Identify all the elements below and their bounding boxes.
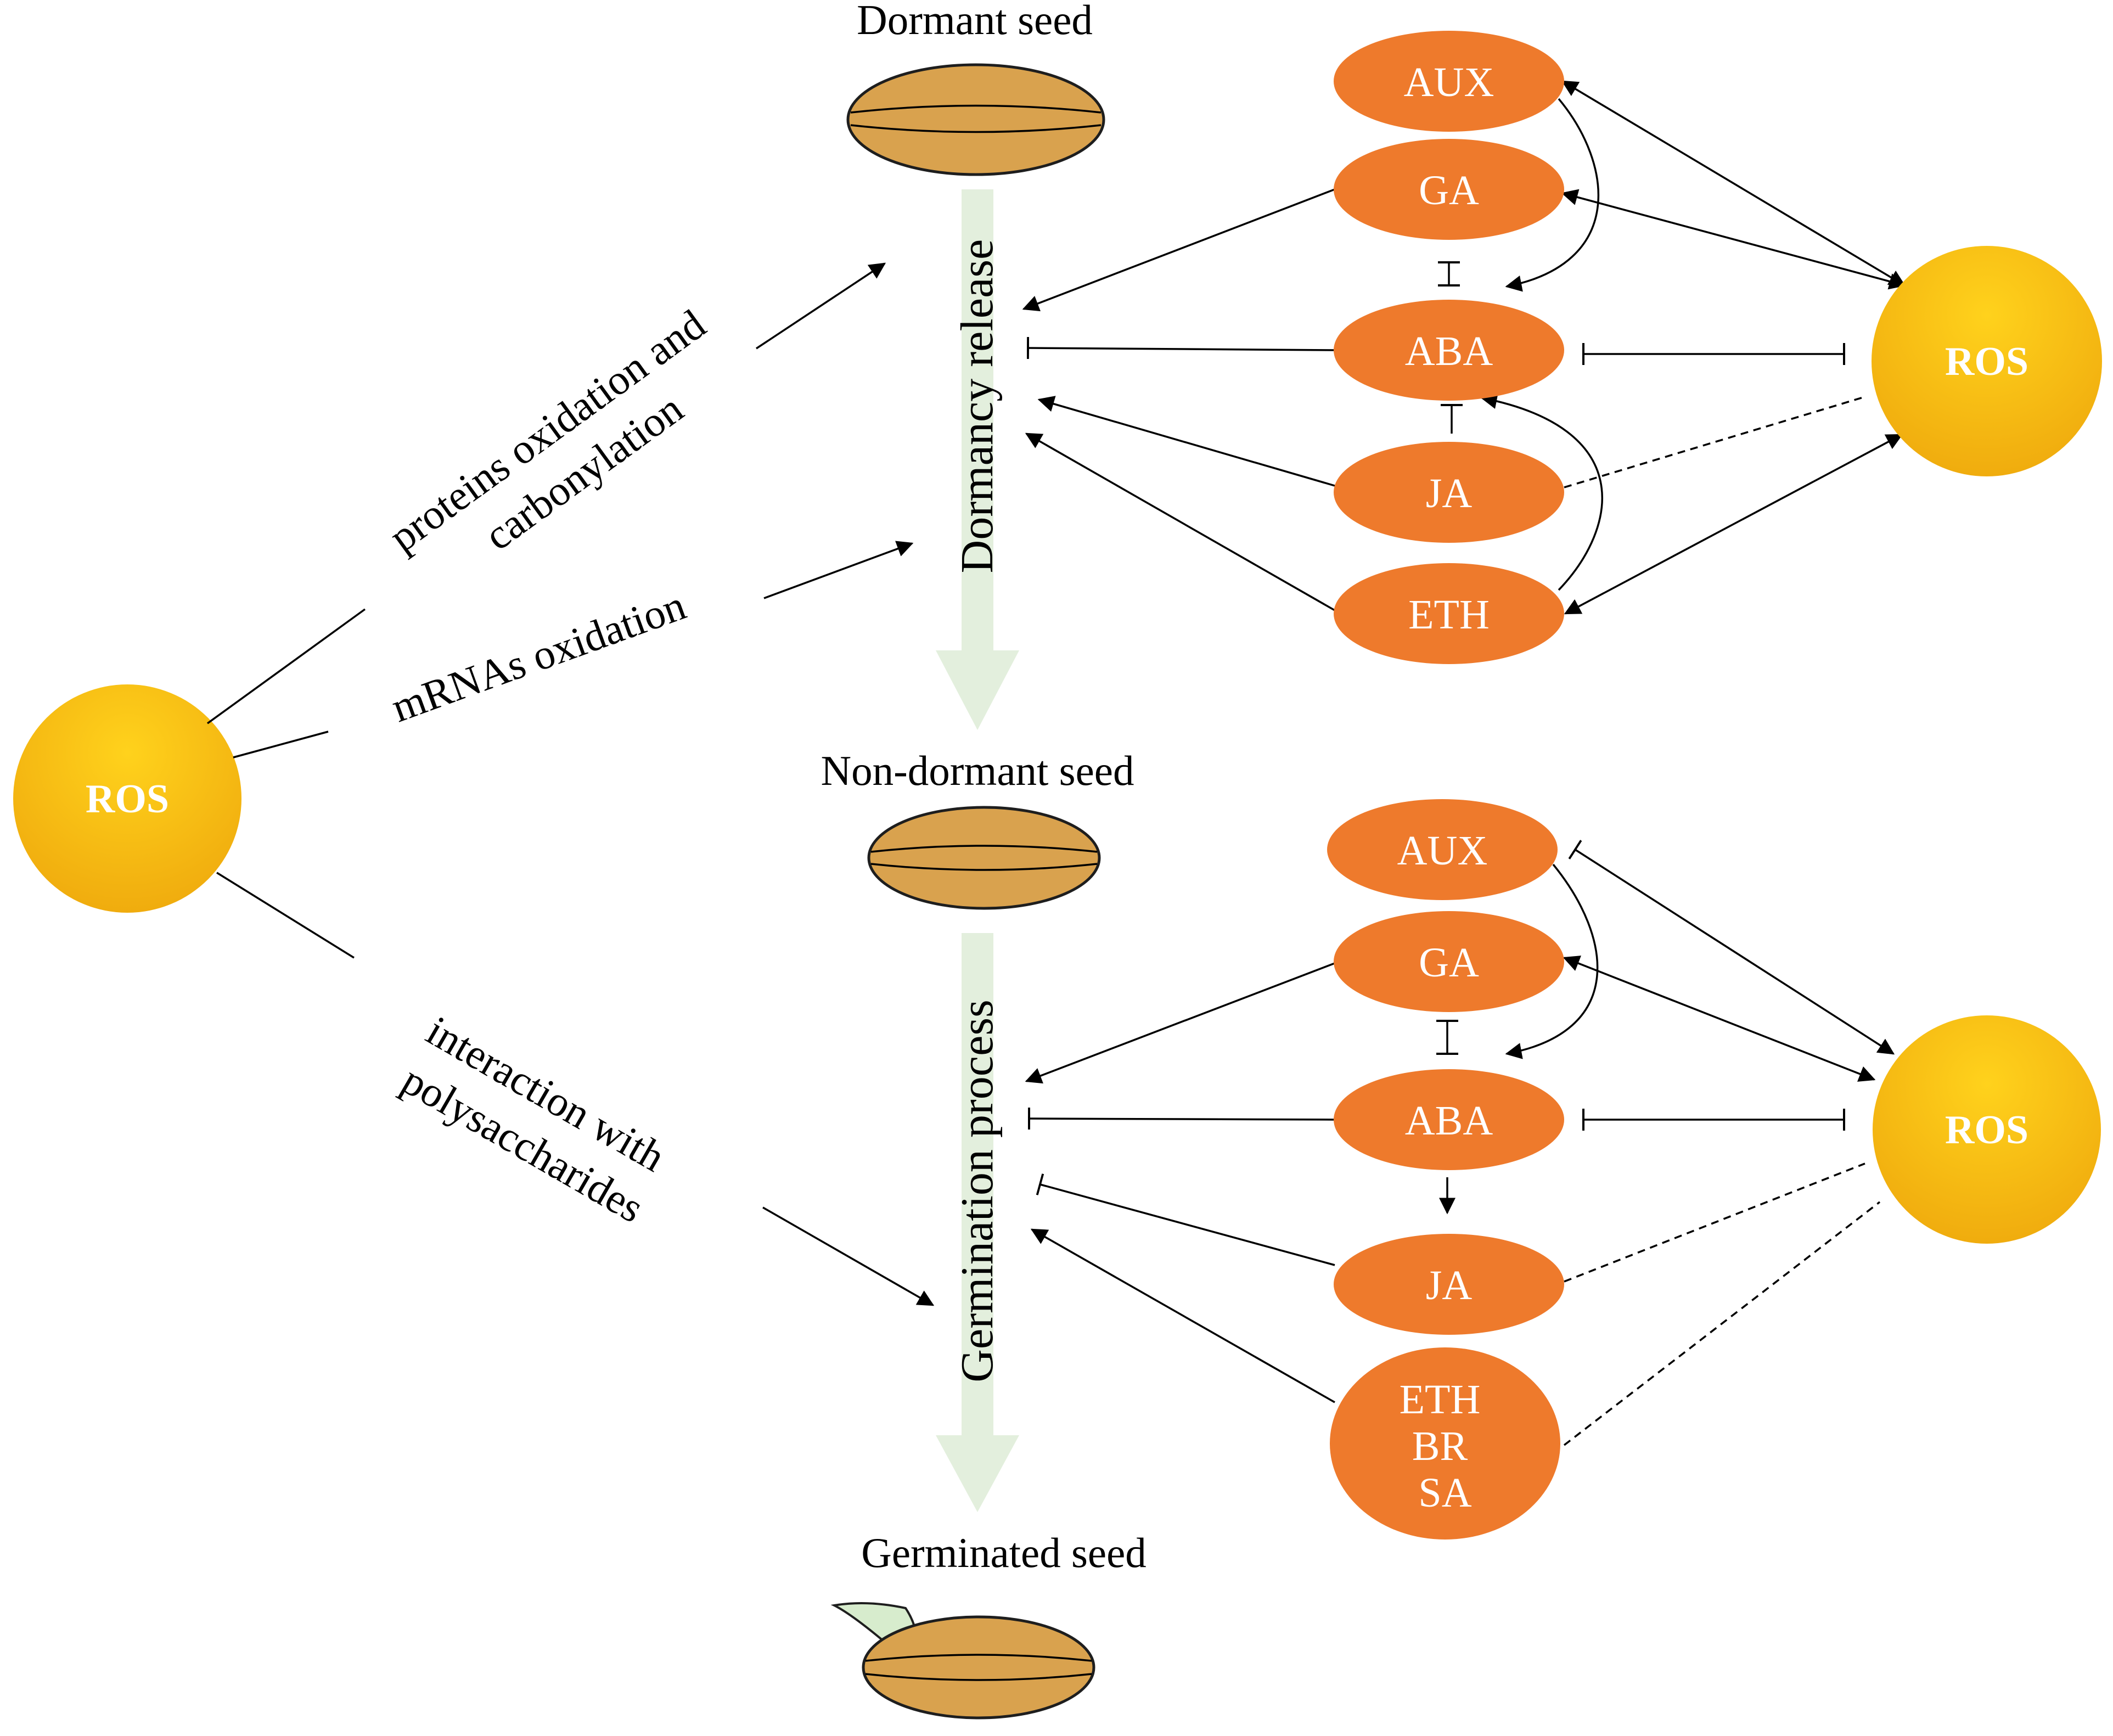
non-dormant-seed-label: Non-dormant seed xyxy=(821,747,1134,794)
bottom-hormone-aux: AUX xyxy=(1327,799,1558,900)
top-hormone-eth: ETH xyxy=(1334,563,1564,664)
top-hormone-aba: ABA xyxy=(1334,300,1564,401)
svg-text:JA: JA xyxy=(1426,1262,1473,1308)
top-hormone-aux: AUX xyxy=(1334,31,1564,132)
top-panel-connections xyxy=(1022,80,1906,615)
ros-main-label: ROS xyxy=(86,777,169,822)
dormant-seed-icon xyxy=(846,63,1105,176)
germinated-seed-label: Germinated seed xyxy=(861,1529,1147,1576)
svg-text:ETH BR SA: ETH BR SA xyxy=(1400,1377,1491,1516)
germination-process-label: Germination process xyxy=(952,999,1003,1382)
germinated-seed-icon xyxy=(830,1602,1095,1720)
non-dormant-seed-icon xyxy=(867,806,1101,910)
svg-text:GA: GA xyxy=(1419,167,1479,214)
top-ros-node: ROS xyxy=(1872,246,2102,476)
bottom-hormone-aba: ABA xyxy=(1334,1069,1564,1170)
svg-text:AUX: AUX xyxy=(1397,828,1488,874)
proteins-oxidation-label: proteins oxidation and carbonylation xyxy=(380,294,755,605)
svg-text:ETH: ETH xyxy=(1408,592,1490,638)
dormancy-release-label: Dormancy release xyxy=(952,239,1003,574)
ros-main-node: ROS xyxy=(13,684,241,913)
top-hormone-ga: GA xyxy=(1334,139,1564,240)
dormant-seed-label: Dormant seed xyxy=(857,0,1093,43)
bottom-hormone-eth-br-sa: ETH BR SA xyxy=(1330,1347,1560,1540)
bottom-hormone-ja: JA xyxy=(1334,1234,1564,1335)
svg-text:JA: JA xyxy=(1426,470,1473,516)
svg-text:ROS: ROS xyxy=(1945,1108,2028,1153)
svg-text:ABA: ABA xyxy=(1405,328,1493,374)
svg-text:GA: GA xyxy=(1419,940,1479,986)
bottom-panel-connections xyxy=(1025,840,1895,1446)
svg-text:AUX: AUX xyxy=(1404,59,1494,105)
mrnas-oxidation-label: mRNAs oxidation xyxy=(385,581,692,731)
germination-process-arrow xyxy=(936,933,1019,1512)
dormancy-release-arrow xyxy=(936,189,1019,730)
polysaccharides-label: interaction with polysaccharides xyxy=(391,1007,682,1233)
top-hormone-ja: JA xyxy=(1334,442,1564,543)
svg-text:ABA: ABA xyxy=(1405,1098,1493,1144)
bottom-ros-node: ROS xyxy=(1873,1015,2101,1244)
svg-text:ROS: ROS xyxy=(1945,339,2028,384)
bottom-hormone-ga: GA xyxy=(1334,911,1564,1012)
